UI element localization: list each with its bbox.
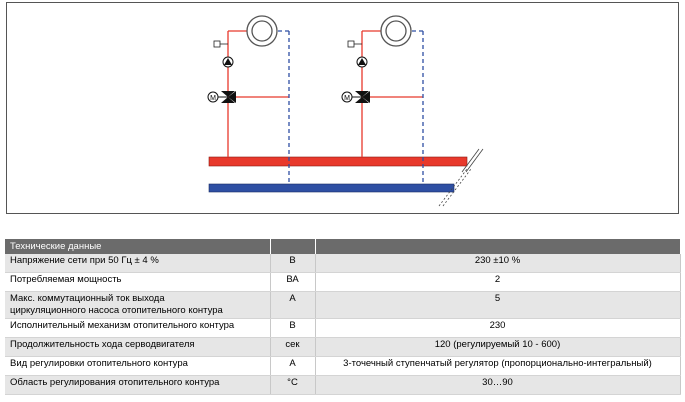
- param-cell: Продолжительность хода серводвигателя: [5, 337, 271, 357]
- heating-circuit-2: M: [341, 15, 424, 186]
- table-row: Вид регулировки отопительного контура А …: [5, 356, 681, 376]
- unit-cell: А: [270, 356, 316, 376]
- param-cell: Исполнительный механизм отопительного ко…: [5, 318, 271, 338]
- table-title: Технические данные: [5, 239, 271, 254]
- unit-cell: В: [270, 318, 316, 338]
- pump-icon: [356, 56, 368, 68]
- motor-icon: M: [341, 91, 353, 103]
- value-cell: 120 (регулируемый 10 - 600): [315, 337, 681, 357]
- motor-icon: M: [207, 91, 219, 103]
- radiator-icon: [246, 15, 278, 47]
- sensor-icon: [347, 40, 362, 48]
- value-cell: 230 ±10 %: [315, 254, 681, 273]
- motor-label: M: [210, 95, 216, 102]
- unit-cell: А: [270, 291, 316, 319]
- unit-cell: ВА: [270, 272, 316, 292]
- return-header-pipe: [208, 183, 455, 193]
- value-cell: 3-точечный ступенчатый регулятор (пропор…: [315, 356, 681, 376]
- unit-cell: °С: [270, 375, 316, 395]
- table-header-row: Технические данные: [5, 239, 681, 254]
- heating-circuit-1: M: [207, 15, 290, 186]
- hydraulic-diagram: M: [6, 2, 679, 214]
- radiator-icon: [380, 15, 412, 47]
- table-row: Исполнительный механизм отопительного ко…: [5, 318, 681, 338]
- value-cell: 2: [315, 272, 681, 292]
- unit-header: [270, 239, 316, 254]
- param-cell: Область регулирования отопительного конт…: [5, 375, 271, 395]
- param-cell: Макс. коммутационный ток выхода циркуляц…: [5, 291, 271, 319]
- pipe-break-marks: [438, 148, 484, 207]
- technical-data-table: Технические данные Напряжение сети при 5…: [5, 239, 681, 395]
- supply-header-pipe: [208, 156, 468, 167]
- table-row: Продолжительность хода серводвигателя се…: [5, 337, 681, 357]
- sensor-icon: [213, 40, 228, 48]
- value-cell: 5: [315, 291, 681, 319]
- param-cell: Напряжение сети при 50 Гц ± 4 %: [5, 254, 271, 273]
- diagram-svg: M: [207, 15, 484, 207]
- table-row: Область регулирования отопительного конт…: [5, 375, 681, 395]
- pump-icon: [222, 56, 234, 68]
- table-row: Макс. коммутационный ток выхода циркуляц…: [5, 291, 681, 319]
- mixing-valve-icon: M: [207, 91, 236, 103]
- unit-cell: сек: [270, 337, 316, 357]
- value-header: [315, 239, 681, 254]
- table-row: Потребляемая мощность ВА 2: [5, 272, 681, 292]
- table-row: Напряжение сети при 50 Гц ± 4 % В 230 ±1…: [5, 254, 681, 273]
- value-cell: 230: [315, 318, 681, 338]
- value-cell: 30…90: [315, 375, 681, 395]
- mixing-valve-icon: M: [341, 91, 370, 103]
- param-cell: Потребляемая мощность: [5, 272, 271, 292]
- unit-cell: В: [270, 254, 316, 273]
- motor-label: M: [344, 95, 350, 102]
- param-cell: Вид регулировки отопительного контура: [5, 356, 271, 376]
